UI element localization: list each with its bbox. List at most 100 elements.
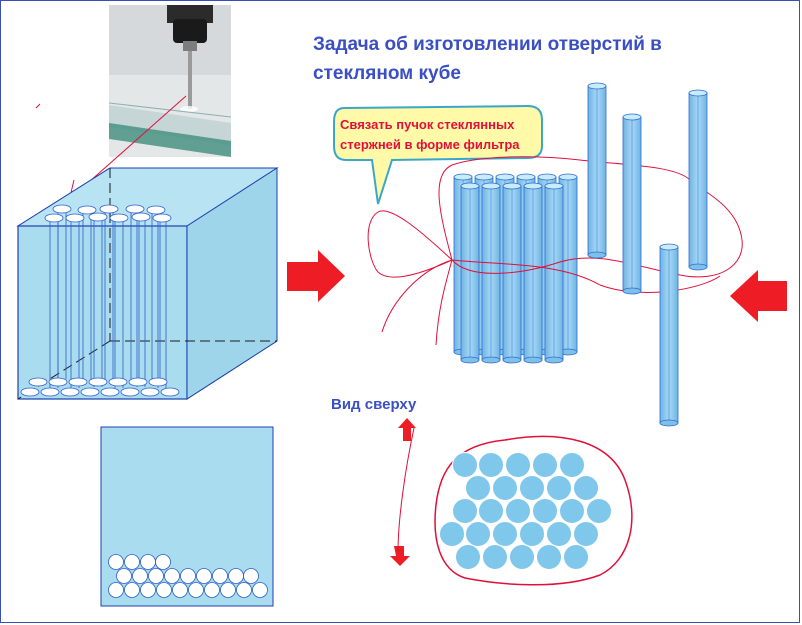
callout-bubble (333, 104, 543, 205)
front-view-hole (124, 554, 140, 570)
top-view-rod (532, 452, 558, 478)
cube-hole-bottom (120, 387, 140, 397)
cube-hole-top (109, 213, 129, 223)
front-view-hole (228, 568, 244, 584)
front-view-hole (108, 582, 124, 598)
loose-rods (587, 82, 708, 427)
tie-string (367, 156, 743, 346)
front-view-hole (236, 582, 252, 598)
front-view-hole (132, 568, 148, 584)
cube-hole-top (77, 205, 97, 215)
top-view-rod (478, 452, 504, 478)
cube-hole-bottom (88, 377, 108, 387)
front-view-hole (243, 568, 259, 584)
drill-photo-image (109, 5, 231, 157)
cube-hole-bottom (28, 377, 48, 387)
loose-rod (688, 89, 708, 271)
top-view-guide-line (397, 427, 415, 553)
top-view-rod (465, 475, 491, 501)
cube-hole-top (52, 204, 72, 214)
top-view-rod (536, 544, 562, 570)
front-view-hole (180, 568, 196, 584)
rod-bundle (453, 173, 578, 364)
top-view-rod (478, 498, 504, 524)
top-view-rod (492, 475, 518, 501)
front-view-hole (124, 582, 140, 598)
cube-hole-bottom (40, 387, 60, 397)
top-view-rod (439, 521, 465, 547)
cube-hole-bottom (20, 387, 40, 397)
front-view-hole (220, 582, 236, 598)
loose-rod (659, 243, 679, 427)
cube-hole-top (44, 213, 64, 223)
cube-hole-bottom (68, 377, 88, 387)
red-arrow-right (287, 250, 345, 302)
cube-hole-top (146, 205, 166, 215)
slide-title: Задача об изготовлении отверстий в стекл… (313, 30, 733, 88)
tick-mark (35, 103, 41, 109)
top-view-rods (439, 452, 612, 570)
callout-line-2: стержней в форме фильтра (340, 137, 520, 152)
callout-line-1: Связать пучок стеклянных (340, 117, 515, 132)
top-view-rod (519, 475, 545, 501)
top-view-rod (455, 544, 481, 570)
cube-hole-bottom (128, 377, 148, 387)
top-view-rod (586, 498, 612, 524)
top-view-rod (532, 498, 558, 524)
top-view-rod (519, 521, 545, 547)
front-view-hole (164, 568, 180, 584)
top-view-rod (505, 498, 531, 524)
top-view-rod (509, 544, 535, 570)
front-view-holes (108, 554, 268, 598)
top-view-rod (559, 498, 585, 524)
front-view-hole (156, 582, 172, 598)
loose-rod (622, 113, 642, 295)
front-view-hole (155, 554, 171, 570)
top-view-outline (434, 435, 633, 586)
top-view-rod (559, 452, 585, 478)
red-arrow-down (390, 546, 410, 566)
drill-photo (109, 5, 231, 157)
title-line-1: Задача об изготовлении отверстий в (313, 34, 662, 55)
front-view-hole (148, 568, 164, 584)
cube-drilled-holes (20, 204, 180, 397)
cube-hole-bottom (100, 387, 120, 397)
front-view-hole (140, 554, 156, 570)
top-view-rod (452, 452, 478, 478)
front-view-hole (252, 582, 268, 598)
top-view-rod (573, 521, 599, 547)
loose-rod (587, 82, 607, 259)
top-view-rod (573, 475, 599, 501)
cube-hole-bottom (48, 377, 68, 387)
cube-hole-top (65, 213, 85, 223)
cube-hole-bottom (160, 387, 180, 397)
cube-hole-top (88, 212, 108, 222)
top-view-rod (505, 452, 531, 478)
cube-hole-bottom (140, 387, 160, 397)
cube-hole-bottom (60, 387, 80, 397)
front-view-hole (204, 582, 220, 598)
top-view-rod (546, 521, 572, 547)
top-view-label: Вид сверху (331, 396, 417, 413)
red-arrow-up (398, 418, 416, 441)
front-view-hole (108, 554, 124, 570)
top-view-rod (546, 475, 572, 501)
cube-hole-top (131, 212, 151, 222)
front-view-hole (188, 582, 204, 598)
cube-hole-bottom (80, 387, 100, 397)
cube-hole-bottom (148, 377, 168, 387)
title-line-2: стекляном кубе (313, 63, 461, 84)
top-view-rod (563, 544, 589, 570)
glass-cube (16, 167, 279, 400)
top-view-rod (492, 521, 518, 547)
front-view-hole (140, 582, 156, 598)
cube-hole-top (125, 204, 145, 214)
cube-hole-top (152, 213, 172, 223)
front-view-hole (196, 568, 212, 584)
bundle-rod (544, 182, 564, 364)
front-view-hole (116, 568, 132, 584)
front-view-hole (172, 582, 188, 598)
cube-hole-top (99, 204, 119, 214)
